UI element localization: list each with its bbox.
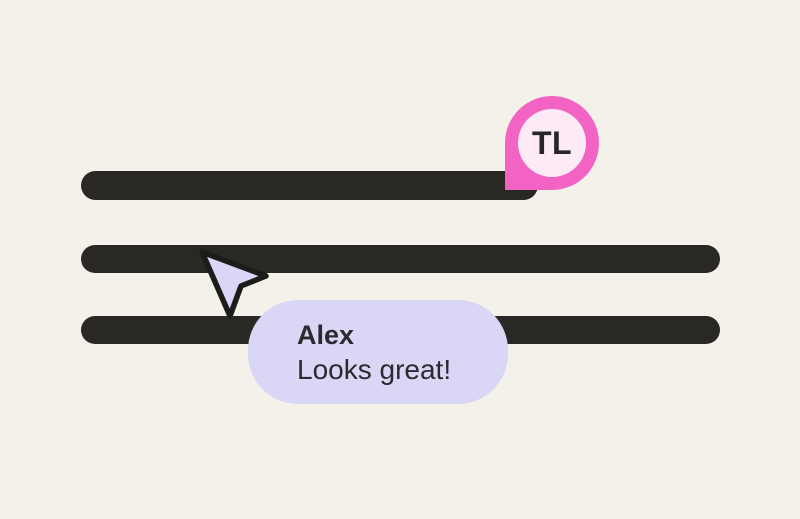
- collaborator-initials: TL: [531, 124, 573, 161]
- text-line-skeleton-1: [81, 171, 538, 200]
- comment-author: Alex: [297, 320, 355, 350]
- collaborator-avatar-circle: TL: [518, 109, 586, 177]
- comment-bubble[interactable]: Alex Looks great!: [248, 300, 508, 404]
- collaborator-badge-pin[interactable]: TL: [505, 96, 599, 190]
- comment-message: Looks great!: [297, 354, 452, 385]
- text-line-skeleton-2: [81, 245, 720, 273]
